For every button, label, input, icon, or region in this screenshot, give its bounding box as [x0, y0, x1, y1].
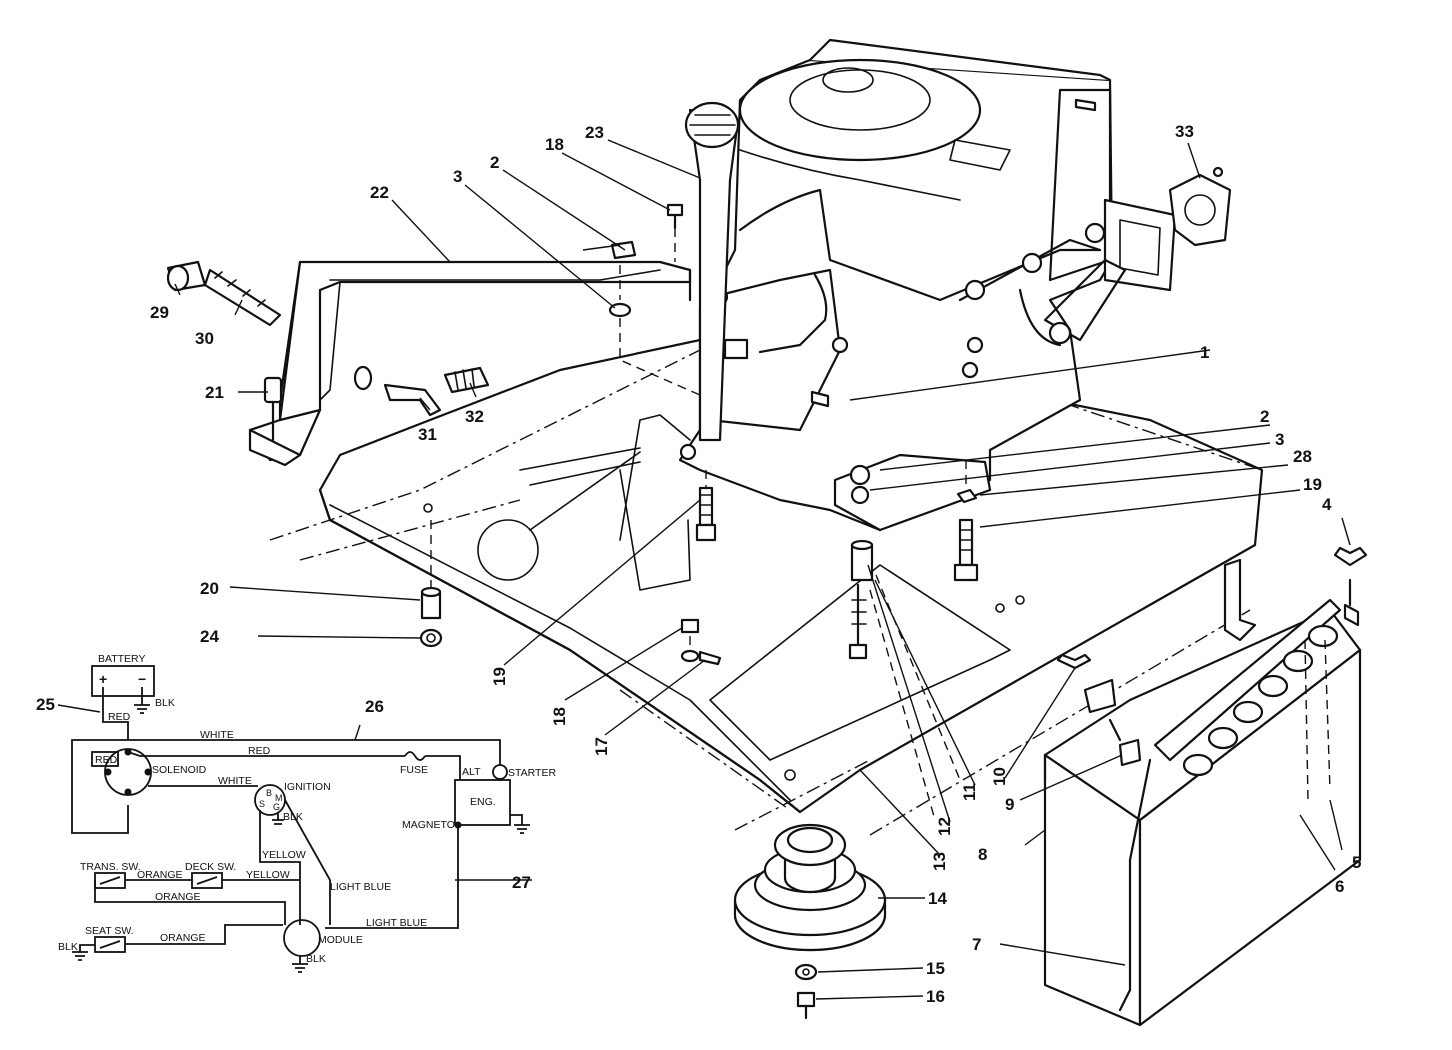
wire-label-red-main: RED [248, 745, 271, 757]
wire-label-yellow-ignition: YELLOW [262, 849, 306, 861]
callout-28: 28 [1293, 447, 1312, 466]
callout-6: 6 [1335, 877, 1344, 896]
ground-symbol [134, 704, 150, 714]
ignition-term-s: S [259, 799, 265, 809]
callout-9: 9 [1005, 795, 1014, 814]
callout-10: 10 [990, 767, 1009, 786]
callout-1: 1 [1200, 343, 1209, 362]
alt-label: ALT [462, 766, 481, 778]
wire-label-blk-module: BLK [306, 953, 326, 965]
bolt-19-left [695, 470, 717, 542]
callout-11: 11 [960, 783, 979, 801]
battery-symbol [91, 665, 155, 697]
callout-5: 5 [1352, 853, 1361, 872]
callout-19-left: 19 [490, 667, 509, 686]
battery [1043, 558, 1362, 1027]
wire-label-orange-switches: ORANGE [137, 869, 183, 881]
callout-24: 24 [200, 627, 219, 646]
bolt-19-right [953, 460, 979, 582]
callout-12: 12 [935, 817, 954, 836]
callout-32: 32 [465, 407, 484, 426]
callout-2-top: 2 [490, 153, 499, 172]
callout-21: 21 [205, 383, 224, 402]
callout-labels: 1 2 3 18 23 22 33 29 30 21 31 32 2 3 28 … [36, 122, 1361, 1006]
mounting-plate [269, 338, 1264, 836]
wire-label-orange-seat: ORANGE [160, 932, 206, 944]
callout-25: 25 [36, 695, 55, 714]
callout-19-right: 19 [1303, 475, 1322, 494]
ignition-term-b: B [266, 788, 272, 798]
shaft-11-12 [848, 539, 961, 821]
callout-31: 31 [418, 425, 437, 444]
callout-16: 16 [926, 987, 945, 1006]
callout-18-lower: 18 [550, 707, 569, 726]
battery-cells [1182, 624, 1339, 777]
engine [678, 38, 1232, 532]
ignition-term-m: M [275, 793, 283, 803]
bracket [248, 260, 692, 467]
callout-27: 27 [512, 873, 531, 892]
callout-22: 22 [370, 183, 389, 202]
callout-33: 33 [1175, 122, 1194, 141]
callout-4: 4 [1322, 495, 1332, 514]
module-label: MODULE [318, 934, 363, 946]
wire-label-blk-seat: BLK [58, 941, 78, 953]
module-symbol [283, 919, 321, 957]
battery-plus: + [99, 671, 107, 687]
deck-sw-label: DECK SW. [185, 861, 236, 873]
callout-3-top: 3 [453, 167, 462, 186]
part-31-32 [353, 365, 490, 417]
spacer-20-24 [419, 520, 443, 648]
nut-washer-2-3 [608, 240, 701, 396]
wire-label-red-solenoid: RED [95, 754, 118, 766]
ignition-label: IGNITION [284, 781, 331, 793]
wire-label-orange-trans: ORANGE [155, 891, 201, 903]
battery-hardware [1056, 546, 1368, 767]
leader-lines [174, 139, 1351, 1000]
callout-14: 14 [928, 889, 947, 908]
wire-label-light-blue-module: LIGHT BLUE [366, 917, 427, 929]
solenoid-label: SOLENOID [152, 764, 207, 776]
wire-label-blk-battery: BLK [155, 697, 175, 709]
wire-label-light-blue-ignition: LIGHT BLUE [330, 881, 391, 893]
pulley [733, 823, 887, 952]
wire-label-blk-ignition: BLK [283, 811, 303, 823]
callout-26: 26 [365, 697, 384, 716]
starter-label: STARTER [508, 767, 556, 779]
magneto-label: MAGNETO [402, 819, 455, 831]
bolt-18-top [666, 203, 684, 262]
part-29-30 [166, 260, 282, 327]
trans-sw-label: TRANS. SW. [80, 861, 141, 873]
callout-3-right: 3 [1275, 430, 1284, 449]
callout-20: 20 [200, 579, 219, 598]
bolt-17-18-lower [680, 618, 722, 666]
battery-label: BATTERY [98, 653, 145, 665]
ignition-term-g: G [273, 802, 280, 812]
seat-sw-label: SEAT SW. [85, 925, 134, 937]
fuse-label: FUSE [400, 764, 428, 776]
wire-label-white-solenoid: WHITE [218, 775, 252, 787]
callout-8: 8 [978, 845, 987, 864]
callout-30: 30 [195, 329, 214, 348]
wiring-schematic: BATTERY + − BLK RED WHITE RED SOLENOID R… [57, 653, 556, 973]
wire-label-red-battery: RED [108, 711, 131, 723]
wire-label-white-top: WHITE [200, 729, 234, 741]
callout-17: 17 [592, 737, 611, 756]
battery-minus: − [138, 671, 146, 687]
callout-7: 7 [972, 935, 981, 954]
callout-23: 23 [585, 123, 604, 142]
engine-symbol [454, 779, 511, 826]
eng-label: ENG. [470, 796, 496, 808]
callout-18-top: 18 [545, 135, 564, 154]
callout-29: 29 [150, 303, 169, 322]
callout-13: 13 [930, 852, 949, 871]
wire-label-yellow-deck: YELLOW [246, 869, 290, 881]
washer-bolt-15-16 [794, 963, 818, 1020]
fuse-symbol [404, 751, 426, 761]
callout-15: 15 [926, 959, 945, 978]
callout-2-right: 2 [1260, 407, 1269, 426]
